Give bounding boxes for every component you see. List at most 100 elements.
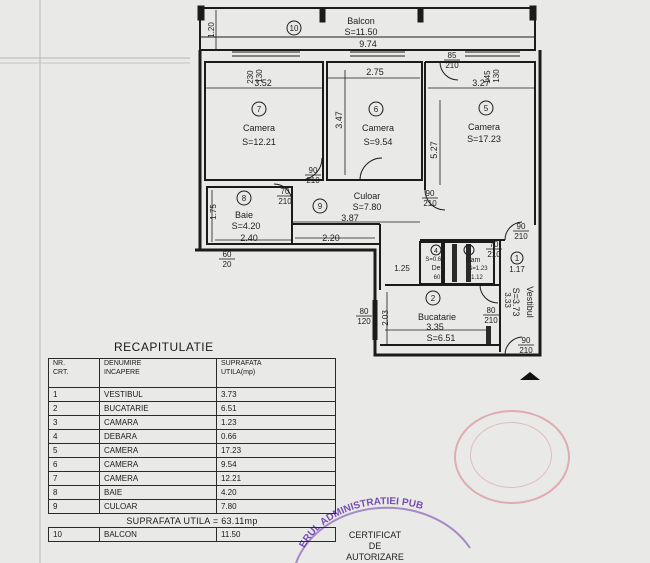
- dim-culoar-length: 3.87: [341, 213, 359, 223]
- room-name-bucatarie: Bucatarie: [418, 312, 456, 322]
- room-area-camera-5: S=17.23: [467, 134, 501, 144]
- svg-text:20: 20: [223, 260, 232, 269]
- room-no-8: 8: [242, 194, 247, 203]
- cell-nr: 3: [48, 415, 100, 430]
- svg-text:60: 60: [223, 250, 232, 259]
- cell-suprafata: 11.50: [216, 527, 336, 542]
- interior-walls: [204, 61, 536, 352]
- svg-text:90: 90: [426, 189, 435, 198]
- svg-text:90: 90: [309, 166, 318, 175]
- room-name-vestibul: Vestibul: [525, 286, 535, 318]
- cell-nr: 10: [48, 527, 100, 542]
- svg-text:120: 120: [357, 317, 371, 326]
- cell-nr: 1: [48, 387, 100, 402]
- room-no-2: 2: [431, 294, 436, 303]
- room-name-debara: Deb: [432, 265, 445, 272]
- cell-suprafata: 12.21: [216, 471, 336, 486]
- room-no-6: 6: [374, 105, 379, 114]
- room-area-bucatarie: S=6.51: [427, 333, 456, 343]
- room-name-camera-7: Camera: [243, 123, 275, 133]
- svg-text:90: 90: [522, 336, 531, 345]
- cell-suprafata: 17.23: [216, 443, 336, 458]
- room-area-camara: S=1.23: [468, 266, 488, 272]
- svg-text:210: 210: [484, 316, 498, 325]
- cell-denumire: CAMARA: [99, 415, 217, 430]
- room-name-culoar: Culoar: [354, 191, 381, 201]
- dim-vestibul-width: 1.17: [509, 265, 525, 274]
- room-no-7: 7: [257, 105, 262, 114]
- svg-text:210: 210: [278, 197, 292, 206]
- dim-deb-small: 60: [434, 275, 441, 281]
- room-area-vestibul: S=3.73: [511, 288, 521, 317]
- svg-text:70: 70: [490, 240, 499, 249]
- cell-denumire: CAMERA: [99, 457, 217, 472]
- stamp-line-1: CERTIFICAT: [349, 530, 402, 540]
- room-no-10: 10: [290, 24, 299, 33]
- room-name-baie: Baie: [235, 210, 253, 220]
- cell-nr: 4: [48, 429, 100, 444]
- door-swings: [273, 61, 523, 356]
- room-area-baie: S=4.20: [232, 221, 261, 231]
- svg-text:210: 210: [487, 250, 501, 259]
- recap-total: SUPRAFATA UTILA = 63.11mp: [48, 513, 336, 528]
- svg-text:70: 70: [281, 187, 290, 196]
- room-no-5: 5: [484, 104, 489, 113]
- cell-nr: 8: [48, 485, 100, 500]
- svg-text:80: 80: [360, 307, 369, 316]
- dim-deb-width: 1.25: [394, 264, 410, 273]
- room-no-3: 3: [467, 248, 471, 255]
- svg-text:210: 210: [306, 176, 320, 185]
- room-no-1: 1: [515, 254, 520, 263]
- svg-text:210: 210: [423, 199, 437, 208]
- windows: [232, 51, 520, 340]
- svg-text:90: 90: [517, 222, 526, 231]
- dim-camera7-width: 3.52: [254, 78, 272, 88]
- recap-total-row: SUPRAFATA UTILA = 63.11mp: [48, 513, 336, 528]
- cell-nr: 2: [48, 401, 100, 416]
- cell-suprafata: 9.54: [216, 457, 336, 472]
- room-area-debara: S=0.66: [425, 257, 445, 263]
- door-labels: 8521090210702109021090210702108021080120…: [219, 51, 534, 355]
- dim-balcon-depth: 1.20: [207, 22, 216, 38]
- dim-bucatarie-depth: 2.03: [381, 310, 390, 326]
- svg-text:80: 80: [487, 306, 496, 315]
- dim-balcon-width: 9.74: [359, 39, 377, 49]
- cell-suprafata: 4.20: [216, 485, 336, 500]
- dim-bucatarie-width: 3.35: [426, 322, 444, 332]
- cell-denumire: DEBARA: [99, 429, 217, 444]
- dim-culoar-seg: 2.20: [322, 233, 340, 243]
- cell-nr: 6: [48, 457, 100, 472]
- cell-suprafata: 0.66: [216, 429, 336, 444]
- stair-block: [452, 244, 491, 344]
- win-label-145-130: 145 130: [483, 68, 501, 84]
- cell-denumire: BAIE: [99, 485, 217, 500]
- room-no-4: 4: [434, 248, 438, 255]
- room-area-camera-6: S=9.54: [364, 137, 393, 147]
- room-name-camera-6: Camera: [362, 123, 394, 133]
- cell-suprafata: 7.80: [216, 499, 336, 514]
- dim-camera6-depth: 3.47: [334, 111, 344, 129]
- room-area-balcon: S=11.50: [344, 27, 377, 37]
- cell-denumire: CULOAR: [99, 499, 217, 514]
- win-label-230-130: 230 130: [246, 68, 264, 84]
- north-arrow-icon: [520, 372, 540, 380]
- room-name-camera-5: Camera: [468, 122, 500, 132]
- svg-text:85: 85: [448, 51, 457, 60]
- header-nr: NR.CRT.: [48, 358, 100, 388]
